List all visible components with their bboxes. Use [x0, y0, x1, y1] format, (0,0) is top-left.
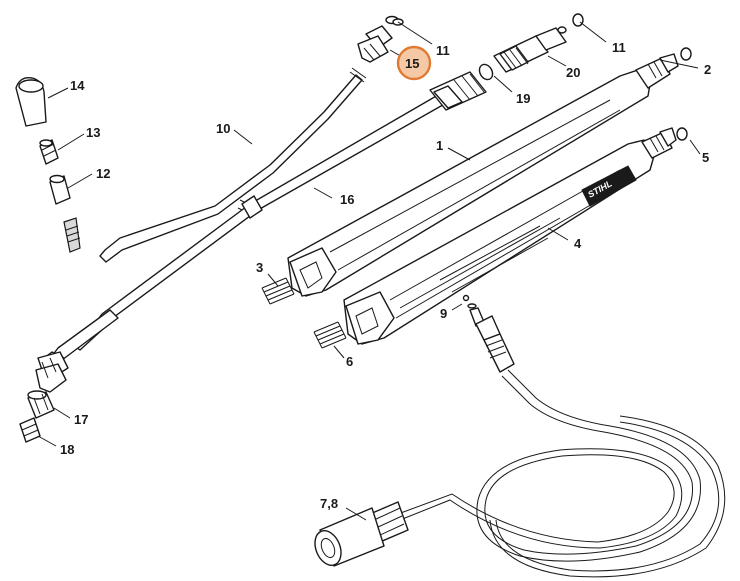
label-16: 16 [340, 192, 354, 207]
part-12-sleeve[interactable] [49, 174, 71, 205]
label-15: 15 [405, 56, 419, 71]
label-11-right: 11 [612, 40, 626, 55]
label-14: 14 [70, 78, 85, 93]
part-17-nut[interactable] [27, 390, 55, 419]
label-18: 18 [60, 442, 74, 457]
part-5-oring[interactable] [676, 127, 688, 141]
label-7-8: 7,8 [320, 496, 338, 511]
part-15-nozzle[interactable] [357, 15, 399, 63]
hose-coil[interactable] [397, 369, 726, 578]
part-1-gun-body[interactable] [287, 53, 679, 297]
part-20-adapter[interactable] [493, 26, 567, 73]
part-78-coupler[interactable] [310, 501, 409, 569]
label-9: 9 [440, 306, 447, 321]
part-19-oring[interactable] [477, 62, 495, 82]
part-9-fitting[interactable] [462, 294, 515, 373]
label-13: 13 [86, 125, 100, 140]
part-13-fitting[interactable] [39, 139, 59, 165]
label-11-left: 11 [436, 43, 450, 58]
part-6-spring[interactable] [313, 321, 347, 349]
label-2: 2 [704, 62, 711, 77]
label-17: 17 [74, 412, 88, 427]
part-18-fitting[interactable] [19, 417, 41, 443]
label-3: 3 [256, 260, 263, 275]
part-11-oring-b[interactable] [572, 13, 584, 27]
label-19: 19 [516, 91, 530, 106]
leader-lines [37, 21, 701, 521]
label-12: 12 [96, 166, 110, 181]
label-5: 5 [702, 150, 709, 165]
part-14-cap[interactable] [15, 77, 47, 127]
part-3-spring[interactable] [261, 277, 295, 305]
part-2-oring[interactable] [680, 47, 692, 61]
label-20: 20 [566, 65, 580, 80]
part-16-lance[interactable] [35, 71, 487, 393]
part-10-lance[interactable] [63, 67, 367, 263]
highlight-ring-15 [396, 45, 432, 81]
label-10: 10 [216, 121, 230, 136]
label-4: 4 [574, 236, 582, 251]
label-6: 6 [346, 354, 353, 369]
part-4-gun-body[interactable]: STIHL [343, 127, 677, 345]
label-1: 1 [436, 138, 443, 153]
